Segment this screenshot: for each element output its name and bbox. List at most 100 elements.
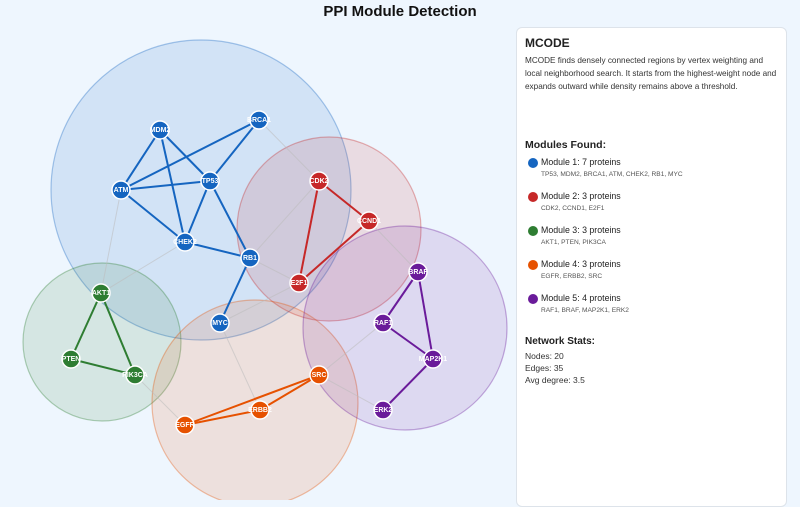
inter-module-edge <box>134 374 186 426</box>
stat-edges: Edges: 35 <box>525 363 564 373</box>
stat-nodes: Nodes: 20 <box>525 351 564 361</box>
module-color-dot <box>528 226 538 236</box>
module-color-dot <box>528 294 538 304</box>
node-circle[interactable] <box>210 313 230 333</box>
intra-module-edge <box>382 322 434 360</box>
node-circle[interactable] <box>240 248 260 268</box>
protein-node[interactable]: CHEK2 <box>173 232 197 252</box>
protein-node[interactable]: SRC <box>309 365 329 385</box>
inter-module-edge <box>249 180 320 259</box>
protein-node[interactable]: ERK2 <box>373 400 393 420</box>
protein-node[interactable]: E2F1 <box>289 273 309 293</box>
module-color-dot <box>528 260 538 270</box>
intra-module-edge <box>120 180 211 191</box>
node-label: CHEK2 <box>173 239 197 246</box>
intra-module-edge <box>318 180 370 222</box>
node-label: E2F1 <box>291 280 308 287</box>
protein-node[interactable]: MDM2 <box>150 120 171 140</box>
module-members: RAF1, BRAF, MAP2K1, ERK2 <box>541 307 629 314</box>
node-circle[interactable] <box>125 365 145 385</box>
modules-heading: Modules Found: <box>525 139 607 151</box>
node-circle[interactable] <box>359 211 379 231</box>
node-circle[interactable] <box>61 349 81 369</box>
node-circle[interactable] <box>373 400 393 420</box>
intra-module-edge <box>219 257 251 324</box>
intra-module-edge <box>298 220 370 284</box>
module-members: TP53, MDM2, BRCA1, ATM, CHEK2, RB1, MYC <box>541 171 683 178</box>
protein-node[interactable]: AKT1 <box>91 283 111 303</box>
intra-module-edge <box>184 241 251 259</box>
protein-node[interactable]: PTEN <box>61 349 81 369</box>
node-circle[interactable] <box>309 365 329 385</box>
intra-module-edge <box>120 119 260 191</box>
info-panel: MCODE MCODE finds densely connected regi… <box>516 27 787 507</box>
stat-avg-degree: Avg degree: 3.5 <box>525 375 585 385</box>
node-label: CDK2 <box>309 178 328 185</box>
node-label: PIK3CA <box>122 372 148 379</box>
intra-module-edge <box>70 358 136 376</box>
module-label: Module 5: 4 proteins <box>541 293 621 303</box>
node-circle[interactable] <box>289 273 309 293</box>
node-circle[interactable] <box>408 262 428 282</box>
node-circle[interactable] <box>91 283 111 303</box>
inter-module-edge <box>258 119 320 182</box>
node-circle[interactable] <box>249 110 269 130</box>
protein-node[interactable]: EGFR <box>175 415 195 435</box>
protein-node[interactable]: PIK3CA <box>122 365 148 385</box>
node-circle[interactable] <box>250 400 270 420</box>
protein-node[interactable]: MYC <box>210 313 230 333</box>
page-title: PPI Module Detection <box>323 3 477 20</box>
node-circle[interactable] <box>373 313 393 333</box>
intra-module-edge <box>184 409 261 426</box>
module-item[interactable]: Module 2: 3 proteins CDK2, CCND1, E2F1 <box>525 191 778 212</box>
node-circle[interactable] <box>423 349 443 369</box>
intra-module-edge <box>159 129 211 182</box>
node-label: RAF1 <box>374 320 392 327</box>
module-label: Module 2: 3 proteins <box>541 191 621 201</box>
intra-module-edge <box>382 271 419 324</box>
protein-node[interactable]: ERBB2 <box>248 400 272 420</box>
module-item[interactable]: Module 5: 4 proteins RAF1, BRAF, MAP2K1,… <box>525 293 778 314</box>
module-item[interactable]: Module 1: 7 proteins TP53, MDM2, BRCA1, … <box>525 157 778 178</box>
intra-module-edge <box>70 292 102 360</box>
node-label: PTEN <box>62 356 81 363</box>
node-label: MYC <box>212 320 228 327</box>
protein-node[interactable]: CCND1 <box>357 211 381 231</box>
protein-node[interactable]: TP53 <box>200 171 220 191</box>
module-item[interactable]: Module 3: 3 proteins AKT1, PTEN, PIK3CA <box>525 225 778 246</box>
module-label: Module 1: 7 proteins <box>541 157 621 167</box>
module-members: CDK2, CCND1, E2F1 <box>541 205 605 212</box>
module-item[interactable]: Module 4: 3 proteins EGFR, ERBB2, SRC <box>525 259 778 280</box>
node-label: MAP2K1 <box>419 356 448 363</box>
inter-module-edge <box>219 322 261 411</box>
intra-module-edge <box>100 292 136 376</box>
node-circle[interactable] <box>200 171 220 191</box>
protein-node[interactable]: RAF1 <box>373 313 393 333</box>
inter-module-edge <box>219 282 300 324</box>
protein-node[interactable]: RB1 <box>240 248 260 268</box>
node-circle[interactable] <box>111 180 131 200</box>
protein-node[interactable]: BRCA1 <box>247 110 271 130</box>
node-label: SRC <box>312 372 327 379</box>
node-circle[interactable] <box>175 415 195 435</box>
node-label: RB1 <box>243 255 257 262</box>
node-label: ERK2 <box>374 407 393 414</box>
node-circle[interactable] <box>150 120 170 140</box>
protein-node[interactable]: ATM <box>111 180 131 200</box>
protein-node[interactable]: CDK2 <box>309 171 329 191</box>
module-members: AKT1, PTEN, PIK3CA <box>541 239 606 246</box>
intra-module-edge <box>209 119 260 182</box>
module-label: Module 3: 3 proteins <box>541 225 621 235</box>
module-hull-5 <box>302 225 508 431</box>
node-label: CCND1 <box>357 218 381 225</box>
protein-node[interactable]: MAP2K1 <box>419 349 448 369</box>
protein-node[interactable]: BRAF <box>408 262 428 282</box>
intra-module-edge <box>120 129 161 191</box>
node-label: MDM2 <box>150 127 171 134</box>
node-circle[interactable] <box>309 171 329 191</box>
inter-module-edge <box>368 220 419 273</box>
node-label: EGFR <box>175 422 194 429</box>
node-circle[interactable] <box>175 232 195 252</box>
intra-module-edge <box>259 374 320 411</box>
